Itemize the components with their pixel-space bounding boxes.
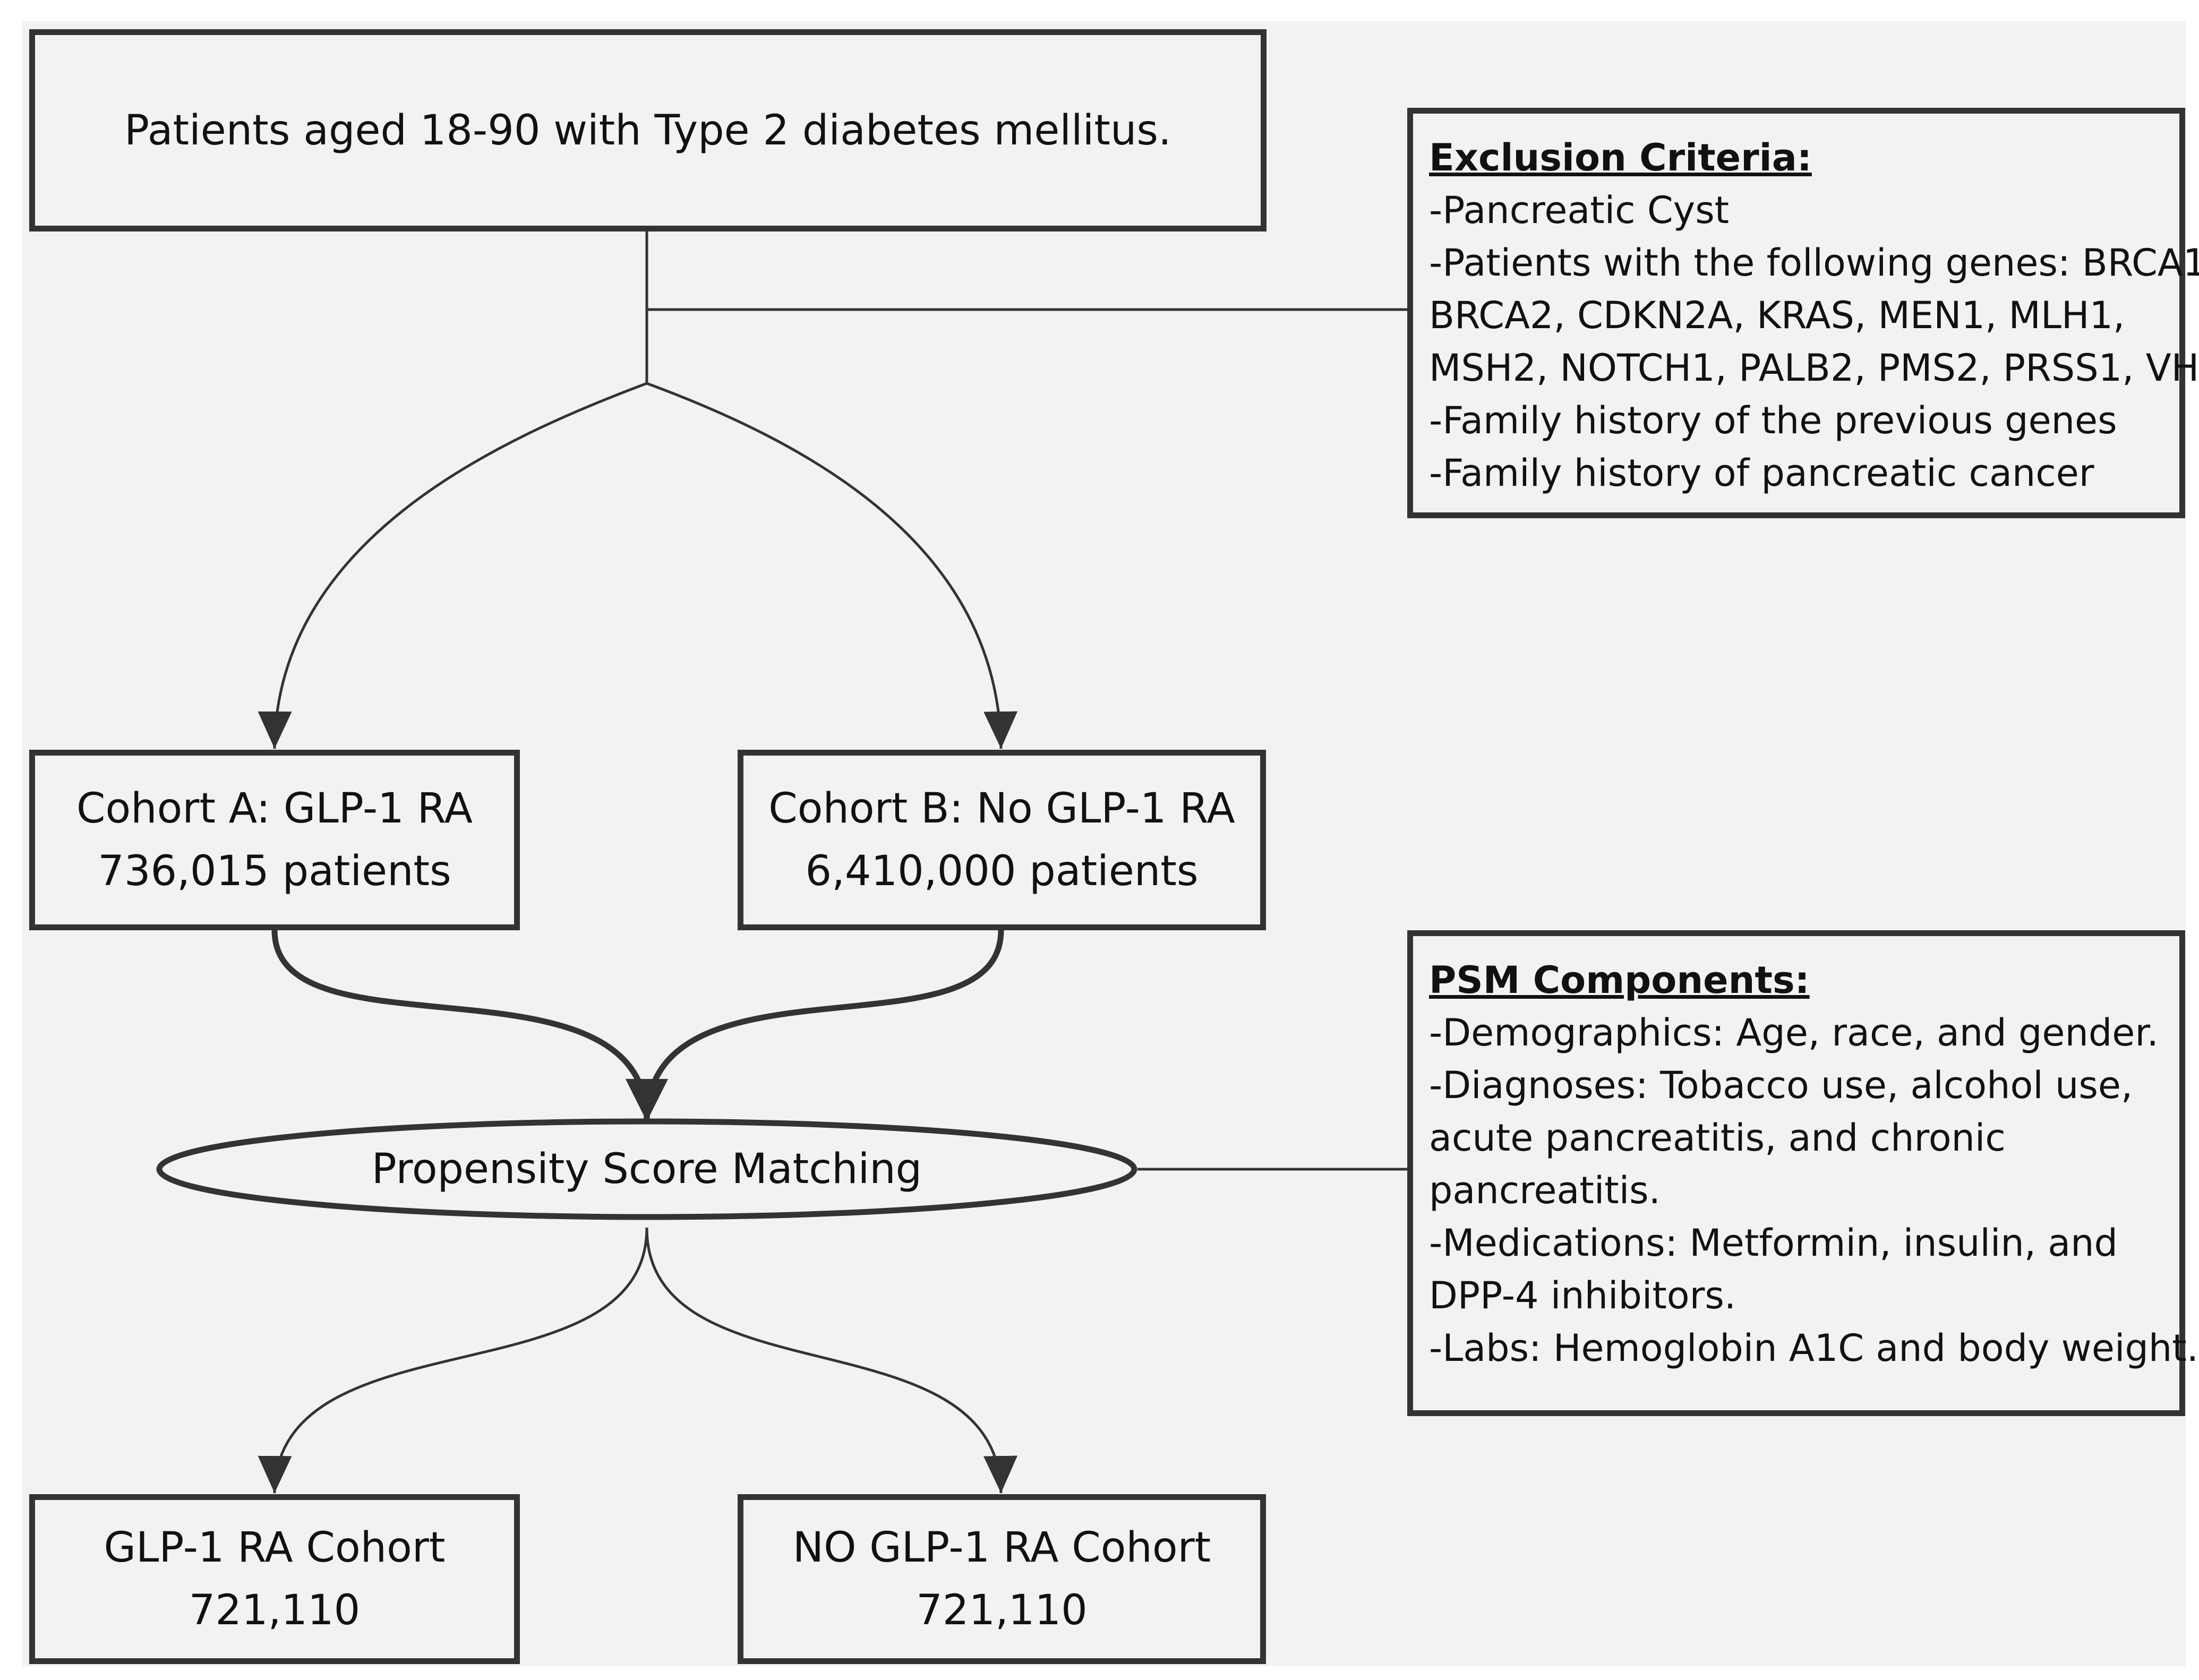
cohort-a-name: Cohort A: GLP-1 RA [76, 785, 473, 833]
cohort-b-count: 6,410,000 patients [805, 847, 1199, 895]
psm-component-line: pancreatitis. [1429, 1169, 1661, 1212]
arrow-psm-to-result-a [258, 1227, 648, 1494]
psm-label: Propensity Score Matching [371, 1145, 922, 1193]
cohort-b-node: Cohort B: No GLP-1 RA 6,410,000 patients [738, 750, 1266, 930]
psm-components-box: PSM Components: -Demographics: Age, race… [1407, 930, 2198, 1416]
cohort-a-count: 736,015 patients [98, 847, 451, 895]
psm-node: Propensity Score Matching [159, 1121, 1134, 1217]
result-b-count: 721,110 [916, 1587, 1088, 1634]
psm-component-line: DPP-4 inhibitors. [1429, 1274, 1736, 1317]
start-node-text: Patients aged 18-90 with Type 2 diabetes… [124, 106, 1171, 155]
psm-component-line: -Labs: Hemoglobin A1C and body weight. [1429, 1326, 2198, 1370]
result-a-name: GLP-1 RA Cohort [104, 1524, 446, 1572]
exclusion-line: -Family history of pancreatic cancer [1429, 451, 2094, 495]
cohort-a-node: Cohort A: GLP-1 RA 736,015 patients [29, 750, 520, 930]
exclusion-line: -Pancreatic Cyst [1429, 188, 1730, 232]
exclusion-line: -Family history of the previous genes [1429, 399, 2117, 442]
result-b-name: NO GLP-1 RA Cohort [792, 1524, 1211, 1572]
psm-components-title: PSM Components: [1429, 958, 1810, 1002]
start-node: Patients aged 18-90 with Type 2 diabetes… [29, 29, 1267, 232]
exclusion-criteria-title: Exclusion Criteria: [1429, 136, 1812, 179]
exclusion-criteria-box: Exclusion Criteria: -Pancreatic Cyst -Pa… [1407, 108, 2199, 518]
exclusion-line: -Patients with the following genes: BRCA… [1429, 241, 2199, 285]
psm-component-line: -Demographics: Age, race, and gender. [1429, 1011, 2159, 1055]
exclusion-line: BRCA2, CDKN2A, KRAS, MEN1, MLH1, [1429, 294, 2125, 337]
psm-ellipse [156, 1118, 1137, 1220]
psm-component-line: acute pancreatitis, and chronic [1429, 1116, 2006, 1160]
arrow-psm-to-result-b [645, 1227, 1017, 1494]
arrow-start-to-cohort-a [258, 382, 647, 749]
result-a-count: 721,110 [189, 1587, 361, 1634]
psm-component-line: -Diagnoses: Tobacco use, alcohol use, [1429, 1064, 2133, 1107]
psm-component-line: -Medications: Metformin, insulin, and [1429, 1221, 2118, 1265]
arrow-start-to-cohort-b [646, 382, 1018, 749]
result-b-node: NO GLP-1 RA Cohort 721,110 [738, 1494, 1266, 1664]
arrow-cohort-b-to-psm [626, 930, 1004, 1122]
exclusion-line: MSH2, NOTCH1, PALB2, PMS2, PRSS1, VHL [1429, 346, 2199, 390]
cohort-b-name: Cohort B: No GLP-1 RA [768, 785, 1235, 833]
arrow-cohort-a-to-psm [271, 930, 668, 1122]
result-a-node: GLP-1 RA Cohort 721,110 [29, 1494, 520, 1664]
